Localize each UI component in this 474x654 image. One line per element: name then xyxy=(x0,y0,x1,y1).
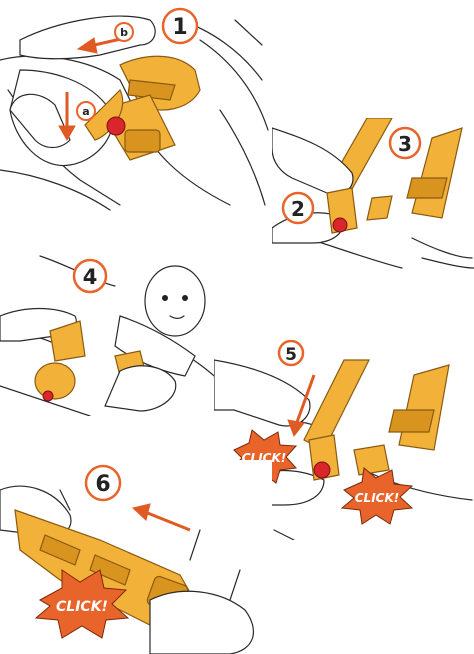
svg-text:2: 2 xyxy=(291,197,305,221)
hand-lower xyxy=(105,366,176,411)
hand-upper xyxy=(214,360,310,426)
click-label: CLICK! xyxy=(355,491,400,505)
step-2-number-badge: 2 xyxy=(283,193,313,223)
step-6-number-badge: 6 xyxy=(86,466,120,500)
svg-text:a: a xyxy=(82,105,89,118)
step-4-illustration: 4 xyxy=(0,246,230,416)
step-3-number-badge: 3 xyxy=(390,128,420,158)
buckle-release-button-icon xyxy=(333,218,347,232)
svg-text:6: 6 xyxy=(95,472,110,497)
step-1-letter-b-badge: b xyxy=(115,23,133,41)
step-5-number-badge: 5 xyxy=(279,341,303,365)
panel-step-4: 4 xyxy=(0,246,230,416)
panel-step-1: a b 1 xyxy=(0,0,272,212)
buckle-release-button-icon xyxy=(43,391,53,401)
pull-arrow-icon xyxy=(145,512,190,530)
svg-text:b: b xyxy=(120,26,128,39)
panel-step-6: CLICK! 6 xyxy=(0,460,272,654)
hand-lower xyxy=(150,591,253,654)
step-4-number-badge: 4 xyxy=(74,260,106,292)
svg-text:1: 1 xyxy=(172,15,187,40)
svg-text:4: 4 xyxy=(83,265,98,289)
step-1-number-badge: 1 xyxy=(163,9,197,43)
step-1-letter-a-badge: a xyxy=(77,102,95,120)
panel-step-2-3: 2 3 xyxy=(272,118,474,272)
click-label: CLICK! xyxy=(56,599,108,615)
step-1-illustration: a b 1 xyxy=(0,0,272,212)
svg-text:5: 5 xyxy=(285,345,297,365)
step-2-3-illustration: 2 3 xyxy=(272,118,474,272)
shoulder-strap xyxy=(304,360,369,450)
buckle-release-button-icon xyxy=(107,117,125,135)
buckle-release-button-icon xyxy=(314,462,330,478)
step-6-illustration: CLICK! 6 xyxy=(0,460,272,654)
hand-pulling xyxy=(20,16,155,59)
baby-head xyxy=(145,266,205,336)
hand-upper xyxy=(272,128,353,194)
svg-text:3: 3 xyxy=(398,132,412,156)
